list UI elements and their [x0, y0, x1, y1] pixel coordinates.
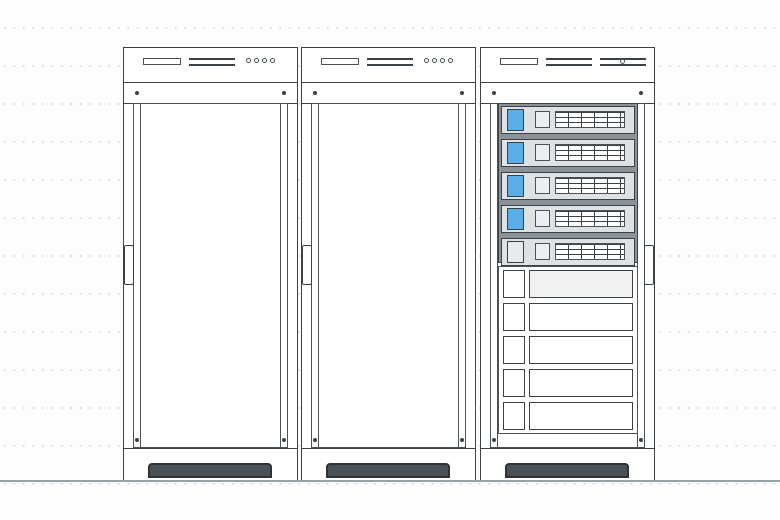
unit-panel — [529, 270, 633, 298]
unit-panel — [529, 402, 633, 430]
drive-led-icon — [507, 208, 524, 230]
drive-latch — [535, 144, 550, 161]
power-icon — [620, 58, 625, 64]
drive-latch — [535, 210, 550, 227]
drive-grille — [555, 111, 625, 128]
base-vent — [505, 463, 629, 478]
base-vent — [326, 463, 450, 478]
vent-line — [600, 64, 646, 66]
drive-grille — [555, 144, 625, 161]
door-handle — [302, 245, 312, 285]
drive-latch — [535, 111, 550, 128]
vent-line — [546, 58, 592, 60]
unit-small-panel — [503, 270, 525, 298]
screw-icon — [492, 438, 496, 442]
display-slot — [321, 58, 359, 65]
rack-3 — [480, 0, 655, 520]
status-led-icon — [270, 58, 275, 63]
screw-icon — [135, 91, 139, 95]
drive-led-icon — [507, 175, 524, 197]
screw-icon — [492, 91, 496, 95]
door-handle — [124, 245, 134, 285]
drive-grille — [555, 177, 625, 194]
status-led-icon — [432, 58, 437, 63]
drive-led-icon — [507, 109, 524, 131]
drive-led-icon — [507, 241, 524, 263]
status-led-icon — [424, 58, 429, 63]
display-slot — [143, 58, 181, 65]
screw-icon — [282, 91, 286, 95]
status-led-icon — [254, 58, 259, 63]
door-panel — [140, 103, 281, 448]
vent-line — [546, 64, 592, 66]
unit-panel — [529, 303, 633, 331]
rack-upper-band — [480, 82, 655, 104]
display-slot — [500, 58, 538, 65]
lower-units-frame — [498, 266, 638, 434]
screw-icon — [460, 91, 464, 95]
drive-latch — [535, 243, 550, 260]
status-led-icon — [246, 58, 251, 63]
vent-line — [189, 64, 235, 66]
rack-cabinet — [123, 47, 298, 481]
screw-icon — [460, 438, 464, 442]
unit-small-panel — [503, 369, 525, 397]
drive-grille — [555, 243, 625, 260]
screw-icon — [639, 91, 643, 95]
screw-icon — [135, 438, 139, 442]
base-vent — [148, 463, 272, 478]
unit-small-panel — [503, 303, 525, 331]
floor-line — [0, 480, 780, 482]
door-panel — [318, 103, 459, 448]
drive-led-icon — [507, 142, 524, 164]
status-led-icon — [448, 58, 453, 63]
unit-panel — [529, 369, 633, 397]
drive-latch — [535, 177, 550, 194]
screw-icon — [639, 438, 643, 442]
screw-icon — [313, 91, 317, 95]
status-led-icon — [440, 58, 445, 63]
screw-icon — [313, 438, 317, 442]
door-handle — [644, 245, 654, 285]
vent-line — [367, 64, 413, 66]
rack-1 — [123, 0, 298, 520]
vent-line — [189, 58, 235, 60]
unit-panel — [529, 336, 633, 364]
rack-upper-band — [301, 82, 476, 104]
vent-line — [367, 58, 413, 60]
screw-icon — [282, 438, 286, 442]
drive-grille — [555, 210, 625, 227]
rack-cabinet — [301, 47, 476, 481]
rack-upper-band — [123, 82, 298, 104]
status-led-icon — [262, 58, 267, 63]
unit-small-panel — [503, 336, 525, 364]
unit-small-panel — [503, 402, 525, 430]
rack-2 — [301, 0, 476, 520]
